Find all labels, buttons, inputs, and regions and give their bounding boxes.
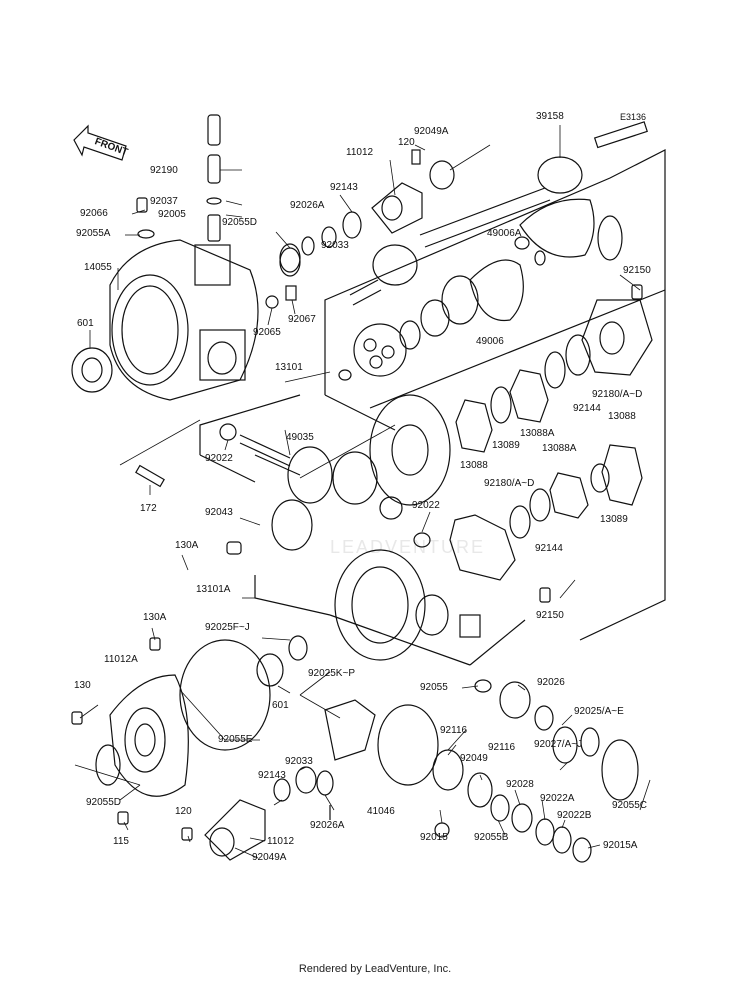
label-92043[interactable]: 92043 [205,507,233,518]
label-92055D-top[interactable]: 92055D [222,217,258,228]
lower-bearing-group [181,679,639,863]
label-92055D-bottom[interactable]: 92055D [86,797,122,808]
label-92033-bottom[interactable]: 92033 [285,756,313,767]
gear-case [71,239,301,401]
label-92026A-top[interactable]: 92026A [290,200,325,211]
label-92144-top[interactable]: 92144 [573,403,601,414]
drive-shaft [338,121,648,381]
label-11012A[interactable]: 11012A [104,654,138,665]
label-92190[interactable]: 92190 [150,165,178,176]
rear-cover-assembly [71,635,376,825]
label-92025K-P[interactable]: 92025K~P [308,668,355,679]
label-130-left[interactable]: 130 [74,680,91,691]
label-49035[interactable]: 49035 [286,432,314,443]
label-92015[interactable]: 92015 [420,832,448,843]
label-11012-top[interactable]: 11012 [346,147,374,158]
label-92049[interactable]: 92049 [460,753,488,764]
label-130A-left[interactable]: 130A [175,540,199,551]
label-92116-b[interactable]: 92116 [488,742,516,753]
label-92065[interactable]: 92065 [253,327,281,338]
footer-credit: Rendered by LeadVenture, Inc. [298,963,452,975]
upper-bearing-parts [279,149,455,277]
label-13101A[interactable]: 13101A [196,584,231,595]
label-92055C[interactable]: 92055C [612,800,648,811]
label-92025F-J[interactable]: 92025F~J [205,622,250,633]
front-direction-arrow: FRONT [73,124,129,161]
label-92022B[interactable]: 92022B [557,810,592,821]
label-13088-mid[interactable]: 13088 [460,460,488,471]
label-92049A-top[interactable]: 92049A [414,126,449,137]
clutch-plate-stack [449,284,653,603]
label-92180-mid[interactable]: 92180/A~D [484,478,535,489]
label-115[interactable]: 115 [113,836,129,847]
label-92180-top[interactable]: 92180/A~D [592,389,643,400]
label-13088A-top[interactable]: 13088A [520,428,555,439]
label-41046[interactable]: 41046 [367,806,395,817]
breather-parts [136,114,222,242]
label-92067[interactable]: 92067 [288,314,316,325]
label-39158[interactable]: 39158 [536,111,564,122]
label-92026-right[interactable]: 92026 [537,677,565,688]
label-13089-top[interactable]: 13089 [492,440,520,451]
label-49006A[interactable]: 49006A [487,228,522,239]
label-92005[interactable]: 92005 [158,209,186,220]
label-13089-right[interactable]: 13089 [600,514,628,525]
label-11012-bottom[interactable]: 11012 [267,836,295,847]
drive-shaft-assembly-frame [324,149,666,641]
label-92026A-bottom[interactable]: 92026A [310,820,345,831]
label-13088-top[interactable]: 13088 [608,411,636,422]
label-92028[interactable]: 92028 [506,779,534,790]
leader-lines [74,125,651,859]
label-130A-lower[interactable]: 130A [143,612,167,623]
label-92116-a[interactable]: 92116 [440,725,468,736]
label-92150-top[interactable]: 92150 [623,265,651,276]
label-92033-top[interactable]: 92033 [321,240,349,251]
label-601-bottom[interactable]: 601 [272,700,289,711]
label-92022-left[interactable]: 92022 [205,453,233,464]
label-92055A[interactable]: 92055A [76,228,111,239]
label-92025A-E[interactable]: 92025/A~E [574,706,624,717]
label-49006[interactable]: 49006 [476,336,504,347]
label-92022A[interactable]: 92022A [540,793,575,804]
label-92027A-J[interactable]: 92027/A~J [534,739,583,750]
label-92143-top[interactable]: 92143 [330,182,358,193]
label-14055[interactable]: 14055 [84,262,112,273]
label-120-top[interactable]: 120 [398,137,415,148]
differential-assembly [135,394,451,555]
ring-gear-and-pinion [254,549,526,666]
label-92049A-bottom[interactable]: 92049A [252,852,287,863]
label-92055E[interactable]: 92055E [218,734,253,745]
label-172[interactable]: 172 [140,503,157,514]
label-13088A-right[interactable]: 13088A [542,443,577,454]
label-601-top[interactable]: 601 [77,318,94,329]
label-120-bottom[interactable]: 120 [175,806,192,817]
label-92144-mid[interactable]: 92144 [535,543,563,554]
label-92143-bottom[interactable]: 92143 [258,770,286,781]
label-92150-mid[interactable]: 92150 [536,610,564,621]
label-92055-mid[interactable]: 92055 [420,682,448,693]
label-92022-mid[interactable]: 92022 [412,500,440,511]
label-92055B[interactable]: 92055B [474,832,509,843]
label-92066[interactable]: 92066 [80,208,108,219]
label-92015A[interactable]: 92015A [603,840,638,851]
label-13101[interactable]: 13101 [275,362,303,373]
diagram-code: E3136 [620,112,647,122]
label-92037[interactable]: 92037 [150,196,178,207]
